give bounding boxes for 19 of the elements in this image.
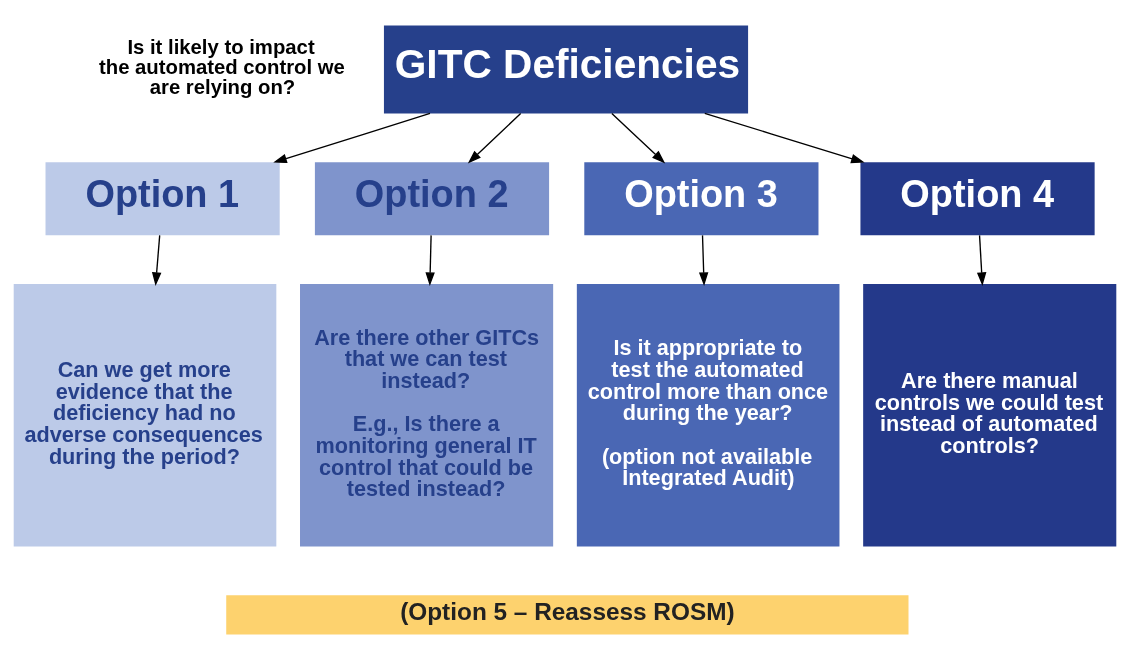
arrow (704, 112, 865, 164)
arrow (273, 112, 431, 164)
node-box: Option 3 (584, 162, 819, 236)
node-box: (Option 5 – Reassess ROSM) (226, 595, 909, 635)
node-box: Option 1 (45, 162, 280, 236)
node-box: GITC Deficiencies (383, 25, 749, 114)
node-box: Are there manual controls we could test instead of automated controls? (863, 283, 1117, 547)
arrow (698, 234, 709, 286)
node-box: Can we get more evidence that the deficiency had no adverse consequences during the period? (13, 283, 277, 547)
node-box: Are there other GITCs that we can test instead? E.g., Is there a monitoring general IT control that could be tested instead? (300, 283, 554, 547)
label: Is it likely to impact the automated control we are relying on? (98, 35, 345, 99)
arrow (976, 234, 987, 286)
node-box: Option 4 (860, 162, 1095, 236)
arrow (467, 112, 522, 164)
node-box: Is it appropriate to test the automated control more than once during the year? (option not available Integrated Audit) (576, 283, 840, 547)
arrow (425, 234, 435, 286)
arrow (151, 234, 162, 286)
arrow (611, 112, 666, 164)
node-box: Option 2 (314, 162, 550, 236)
